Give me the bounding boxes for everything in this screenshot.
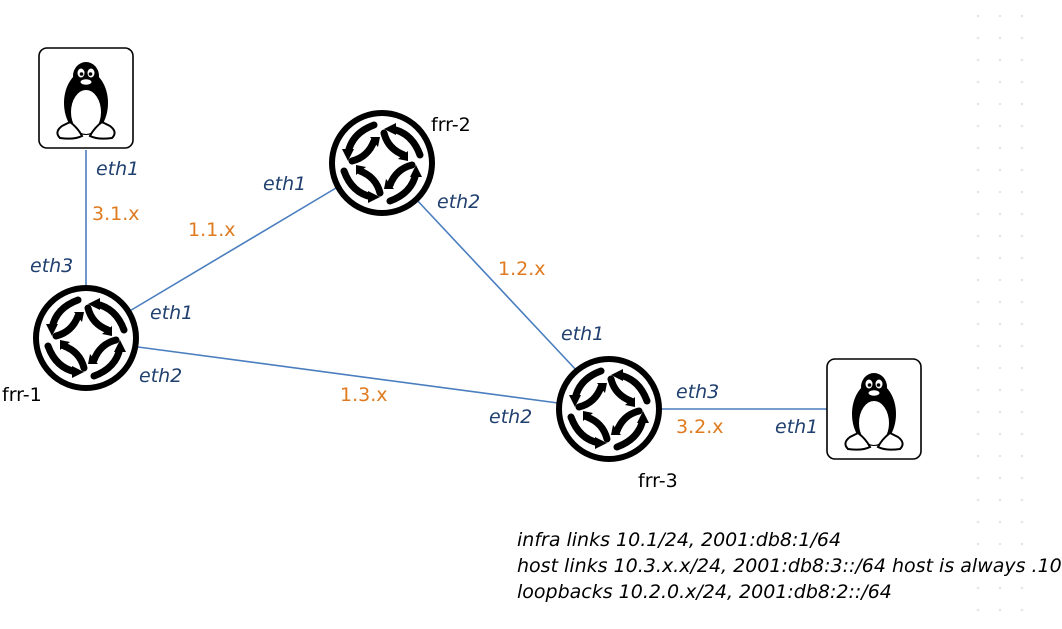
node-label-frr2: frr-2 [431,114,471,136]
linux-tux-icon [826,358,922,460]
linux-tux-icon [38,47,134,149]
subnet-label-1-1: 1.1.x [188,219,236,241]
link-frr1-frr2 [127,187,337,313]
subnet-label-1-3: 1.3.x [340,384,388,406]
interface-label-frr3-eth2: eth2 [489,406,532,428]
host1-node [38,47,134,149]
router-icon [559,359,659,459]
router-icon [36,288,136,388]
host2-node [826,358,922,460]
router-icon [332,113,432,213]
interface-label-frr2-eth1: eth1 [263,173,306,195]
frr2-node: frr-2 [332,113,471,213]
link-frr2-frr3 [414,197,579,373]
note-loopbacks: loopbacks 10.2.0.x/24, 2001:db8:2::/64 [517,581,892,603]
addressing-notes: infra links 10.1/24, 2001:db8:1/64 host … [517,527,1062,605]
frr3-node: frr-3 [559,359,678,492]
interface-label-frr3-eth1: eth1 [561,323,604,345]
frr1-node: frr-1 [2,288,136,406]
link-frr1-frr3 [137,346,559,404]
interface-label-host2-eth1: eth1 [775,416,818,438]
node-label-frr1: frr-1 [2,384,42,406]
interface-label-frr1-eth3: eth3 [30,255,73,277]
interface-label-frr1-eth1: eth1 [150,302,193,324]
interface-label-host1-eth1: eth1 [96,158,139,180]
subnet-label-3-2: 3.2.x [676,416,724,438]
subnet-label-1-2: 1.2.x [498,258,546,280]
interface-label-frr1-eth2: eth2 [139,365,182,387]
note-infra-links: infra links 10.1/24, 2001:db8:1/64 [517,529,842,551]
interface-label-frr2-eth2: eth2 [437,191,480,213]
node-label-frr3: frr-3 [638,470,678,492]
interface-label-frr3-eth3: eth3 [676,381,719,403]
note-host-links: host links 10.3.x.x/24, 2001:db8:3::/64 … [517,555,1062,577]
subnet-label-3-1: 3.1.x [92,203,140,225]
